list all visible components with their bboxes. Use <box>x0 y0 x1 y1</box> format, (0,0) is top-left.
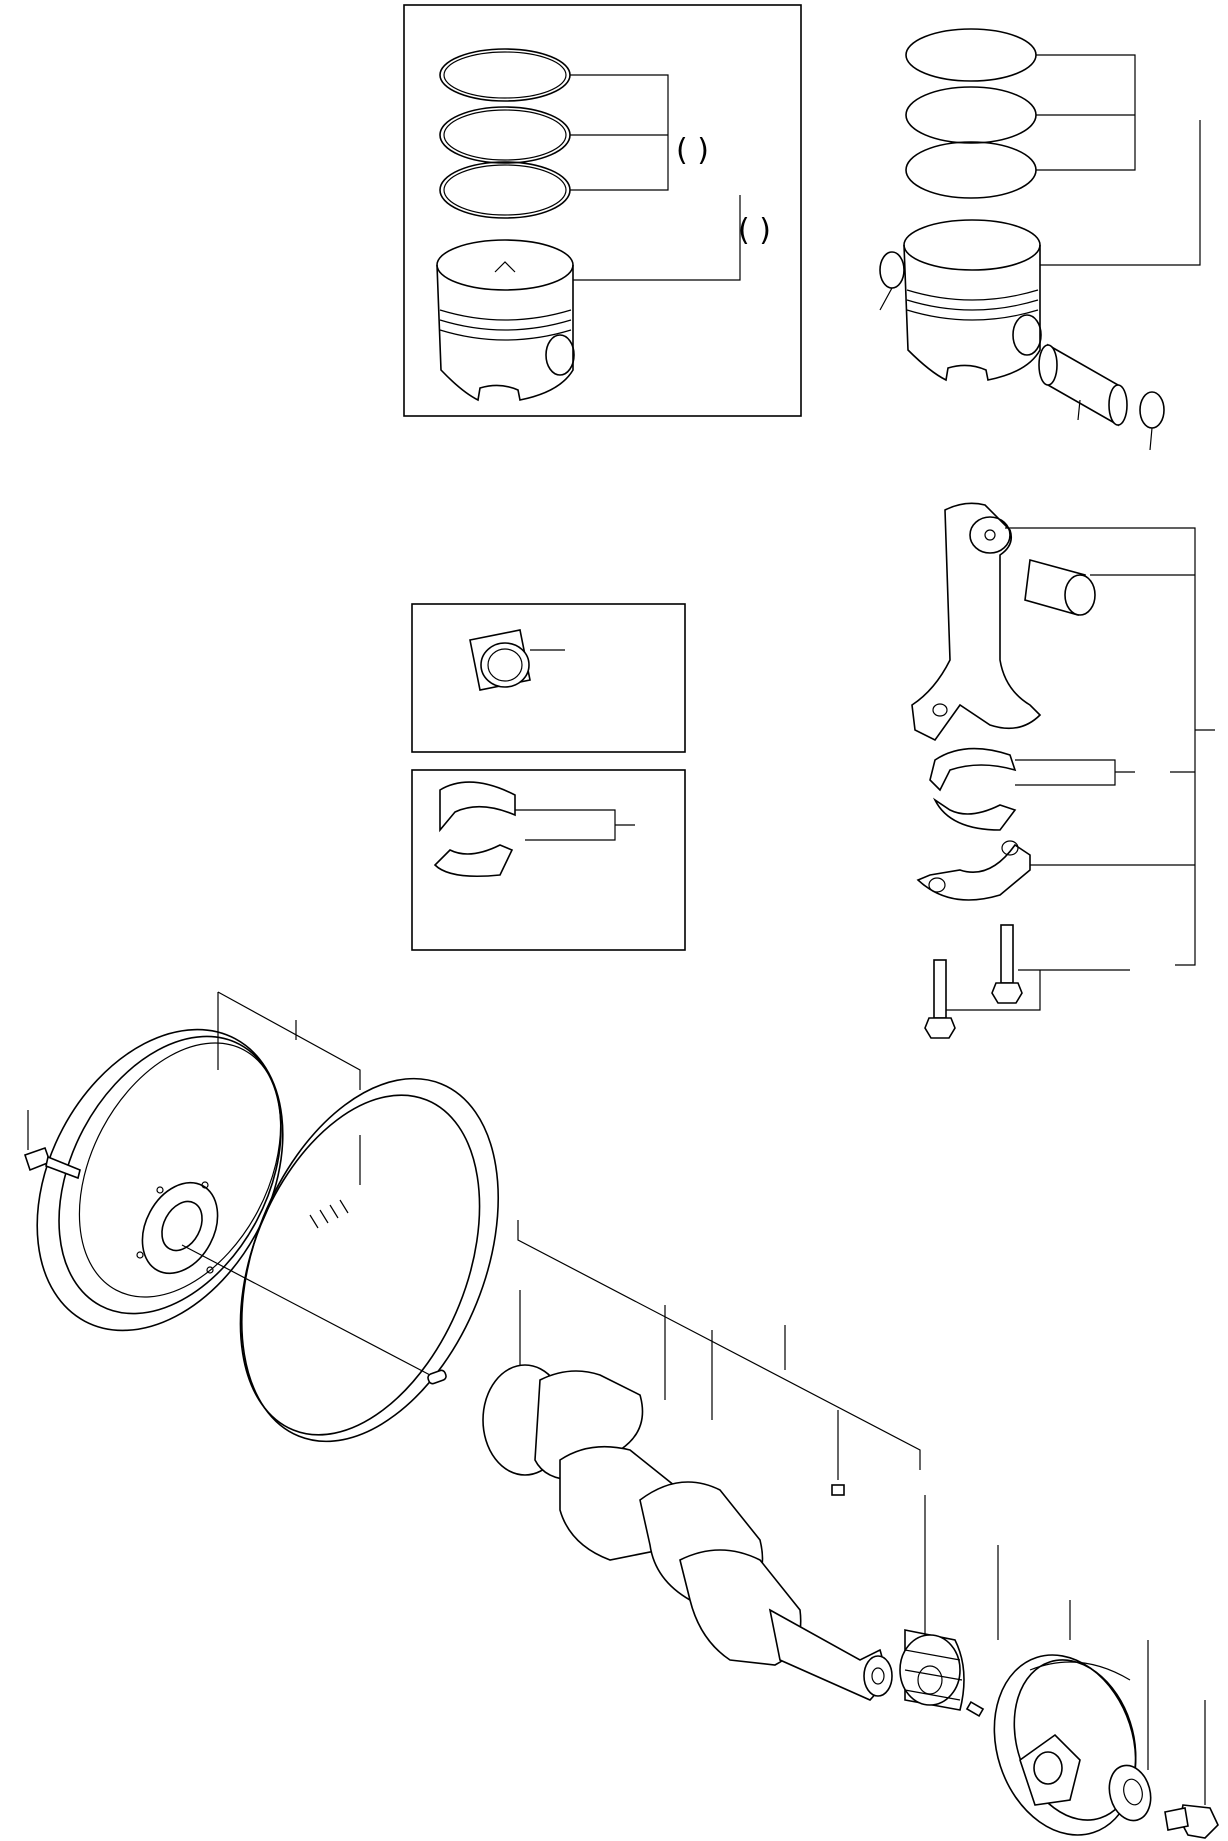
pulley-bolt <box>1164 1804 1219 1839</box>
conrod-cap <box>916 840 1031 901</box>
piston-assembly <box>879 28 1201 451</box>
flywheel-assembly <box>23 991 521 1443</box>
front-end-leaders <box>924 1495 1206 1805</box>
crankshaft-pulley <box>993 1654 1137 1836</box>
piston-pin <box>1038 343 1128 427</box>
pulley-washer <box>1108 1764 1152 1822</box>
piston-ring-3 <box>905 141 1037 199</box>
bushing-box <box>411 603 686 753</box>
piston-kit-box: ( ) ( ) <box>403 4 802 417</box>
ring-gear <box>239 1077 499 1443</box>
crankshaft <box>482 1220 921 1701</box>
front-end-parts <box>899 1495 1219 1839</box>
paren-callout-rings: ( ) <box>676 133 709 168</box>
conrod-bolt-left <box>924 959 956 1039</box>
piston-ring-bottom <box>439 161 571 219</box>
dowel-pin <box>427 1369 447 1385</box>
flywheel-bolt <box>23 1146 81 1180</box>
bearing-frame <box>411 769 686 951</box>
bushing-frame <box>411 603 686 753</box>
piston-ring-1 <box>905 28 1037 82</box>
piston-kit-frame <box>403 4 802 417</box>
piston-ring-top <box>439 48 571 102</box>
piston <box>903 219 1042 382</box>
piston-ring-middle <box>439 106 571 164</box>
piston-ring-2 <box>905 86 1037 144</box>
piston-kit-leaders: ( ) ( ) <box>570 74 771 281</box>
conrod-leaders <box>946 527 1215 1011</box>
piston-boxed <box>436 239 575 402</box>
piston-assembly-leaders <box>879 54 1201 451</box>
crankshaft-gear <box>899 1629 965 1711</box>
small-end-bush <box>1024 558 1096 617</box>
crankshaft-leaders <box>517 1220 921 1480</box>
connecting-rod-assembly <box>911 502 1215 1039</box>
woodruff-key <box>965 1700 985 1718</box>
conrod-bolt-right <box>991 924 1023 1004</box>
piston-pin-clip-left <box>879 251 905 289</box>
paren-callout-kit: ( ) <box>738 213 771 248</box>
bearing-leader <box>515 809 635 841</box>
conrod-bearing-lower <box>932 797 1017 831</box>
flywheel <box>36 1028 284 1332</box>
small-end-bushing <box>469 629 531 691</box>
crankshaft-key <box>831 1484 845 1496</box>
conrod-bearing-upper <box>929 747 1017 792</box>
bearing-box <box>411 769 686 951</box>
piston-pin-clip-right <box>1139 391 1165 429</box>
crankshaft-nose <box>863 1655 893 1697</box>
conrod-bearing-shells <box>433 781 516 878</box>
connecting-rod <box>911 502 1042 742</box>
